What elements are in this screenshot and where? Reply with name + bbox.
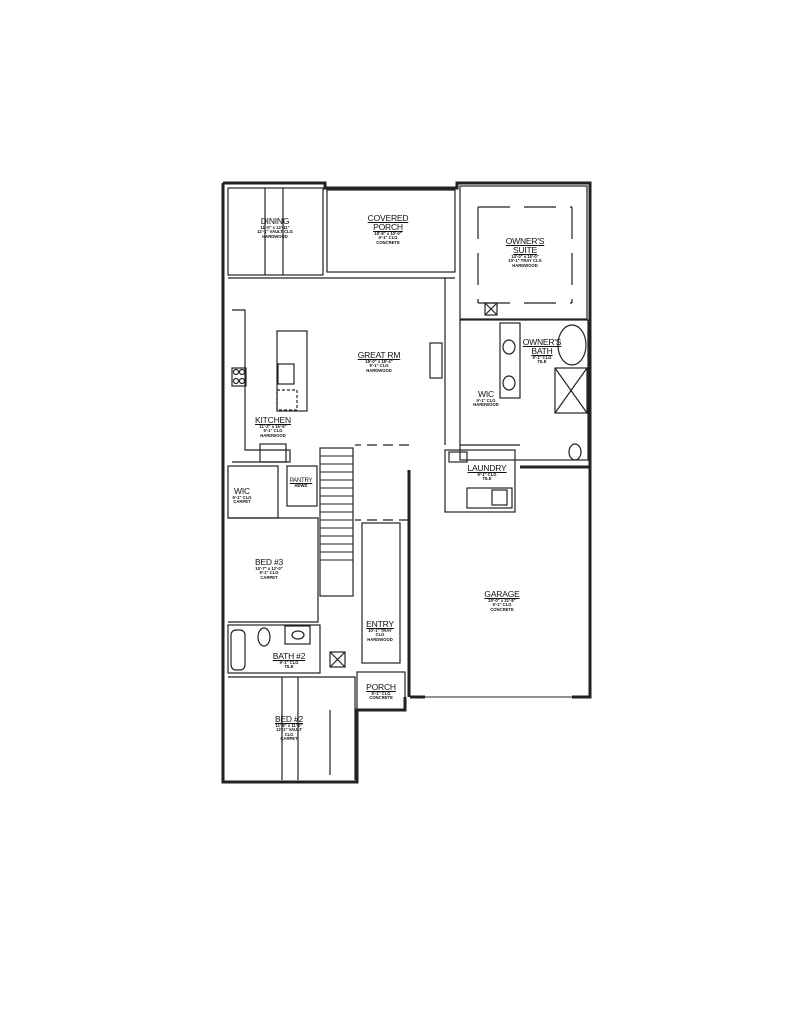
room-label-porch: PORCH 9'-1" CLG CONCRETE	[366, 682, 396, 701]
room-label-bed3: BED #3 10'-7" x 12'-0" 9'-1" CLG CARPET	[254, 557, 284, 580]
room-label-entry: ENTRY 10'-1" TRAY CLG HARDWOOD	[366, 619, 394, 642]
room-label-dining: DINING 11'-0" x 12'-11" 12'-1" VAULT CLG…	[257, 216, 293, 239]
room-label-garage: GARAGE 20'-0" x 21'-8" 9'-1" CLG CONCRET…	[484, 589, 520, 612]
room-label-owners-suite: OWNER'S SUITE 14'-0" x 15'-0" 10'-1" TRA…	[505, 236, 545, 268]
room-label-bath2: BATH #2 9'-1" CLG TILE	[272, 651, 306, 670]
room-label-bed3-wic: WIC 9'-1" CLG CARPET	[232, 486, 252, 505]
room-label-bed2: BED #2 11'-6" x 11'-0" 12'-1" VAULT CLG …	[274, 714, 304, 742]
room-label-owners-wic: WIC 9'-1" CLG HARDWOOD	[473, 389, 499, 408]
room-label-laundry: LAUNDRY 9'-1" CLG TILE	[467, 463, 507, 482]
room-label-owners-bath: OWNER'S BATH 9'-1" CLG TILE	[522, 337, 562, 365]
room-label-covered-porch: COVERED PORCH 18'-8" x 10'-0" 9'-1" CLG …	[367, 213, 409, 245]
room-label-kitchen: KITCHEN 11'-2" x 15'-9" 9'-1" CLG HARDWO…	[255, 415, 291, 438]
room-label-great-rm: GREAT RM 18'-0" x 18'-4" 9'-1" CLG HARDW…	[357, 350, 401, 373]
room-label-pantry: PANTRY HDWD	[289, 478, 313, 489]
